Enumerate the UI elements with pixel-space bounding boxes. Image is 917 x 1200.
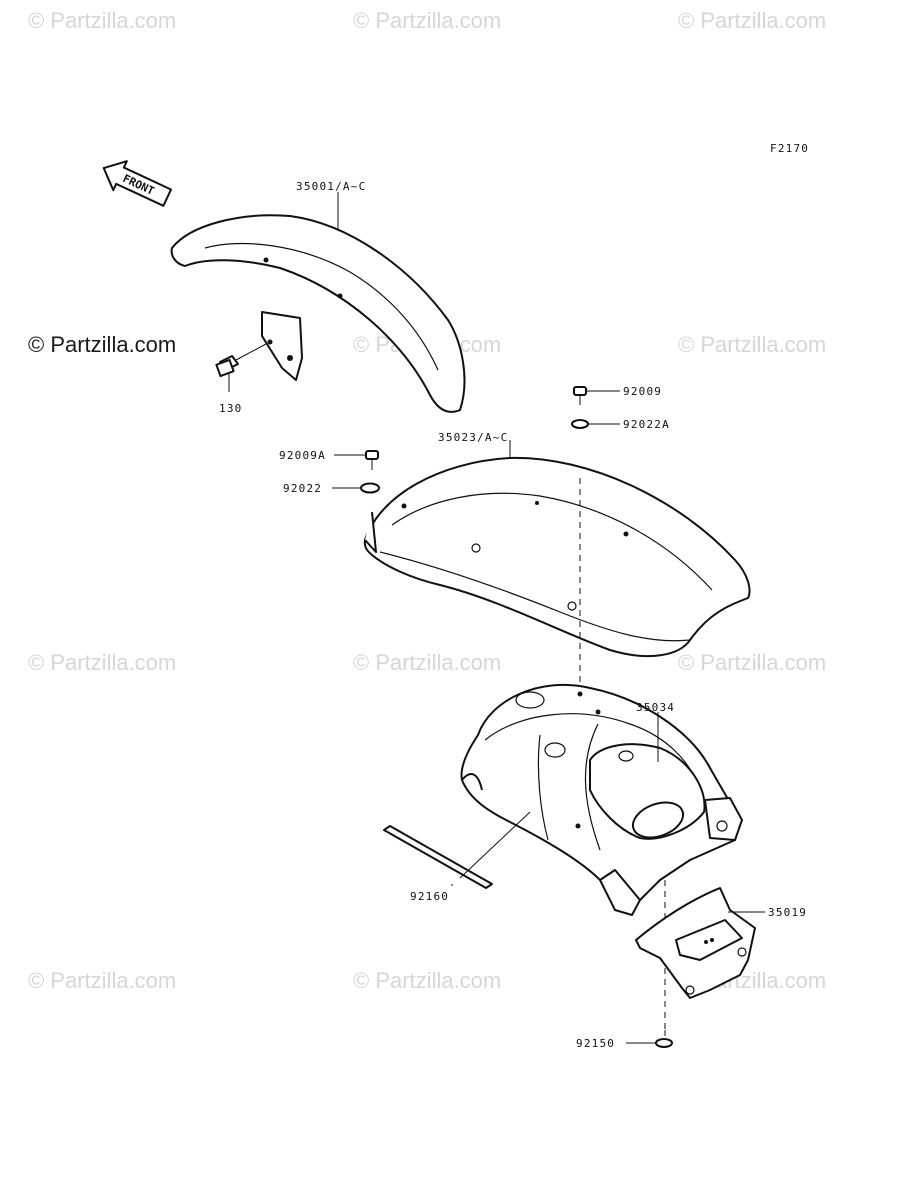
part-label-92009A: 92009A xyxy=(279,449,326,462)
part-label-92160: 92160 xyxy=(410,890,449,903)
screw-92150 xyxy=(626,1030,673,1048)
bolt-130 xyxy=(215,343,267,392)
watermark: © Partzilla.com xyxy=(353,650,501,675)
part-label-35023: 35023/A~C xyxy=(438,431,508,444)
part-label-92022A: 92022A xyxy=(623,418,670,431)
watermark-prominent: © Partzilla.com xyxy=(28,332,176,357)
bolt-92009A xyxy=(334,450,379,470)
washer-92022 xyxy=(332,482,380,494)
rear-fender xyxy=(363,456,751,657)
washer-92022A xyxy=(571,419,620,429)
part-label-35019: 35019 xyxy=(768,906,807,919)
bracket-35019 xyxy=(635,887,765,999)
figure-code: F2170 xyxy=(770,142,809,155)
watermark: © Partzilla.com xyxy=(678,332,826,357)
watermark: © Partzilla.com xyxy=(28,968,176,993)
part-label-92150: 92150 xyxy=(576,1037,615,1050)
inner-fender xyxy=(460,683,743,916)
watermark: © Partzilla.com xyxy=(353,968,501,993)
part-label-92022: 92022 xyxy=(283,482,322,495)
front-arrow: FRONT xyxy=(102,160,172,207)
watermark: © Partzilla.com xyxy=(678,650,826,675)
part-label-35001: 35001/A~C xyxy=(296,180,366,193)
strip-92160 xyxy=(383,811,531,889)
watermark: © Partzilla.com xyxy=(28,650,176,675)
part-label-92009: 92009 xyxy=(623,385,662,398)
watermark: © Partzilla.com xyxy=(28,8,176,33)
watermark: © Partzilla.com xyxy=(353,8,501,33)
front-fender xyxy=(170,214,466,413)
watermark: © Partzilla.com xyxy=(678,8,826,33)
part-label-35034: 35034 xyxy=(636,701,675,714)
bolt-92009 xyxy=(573,386,620,405)
part-label-130: 130 xyxy=(219,402,242,415)
